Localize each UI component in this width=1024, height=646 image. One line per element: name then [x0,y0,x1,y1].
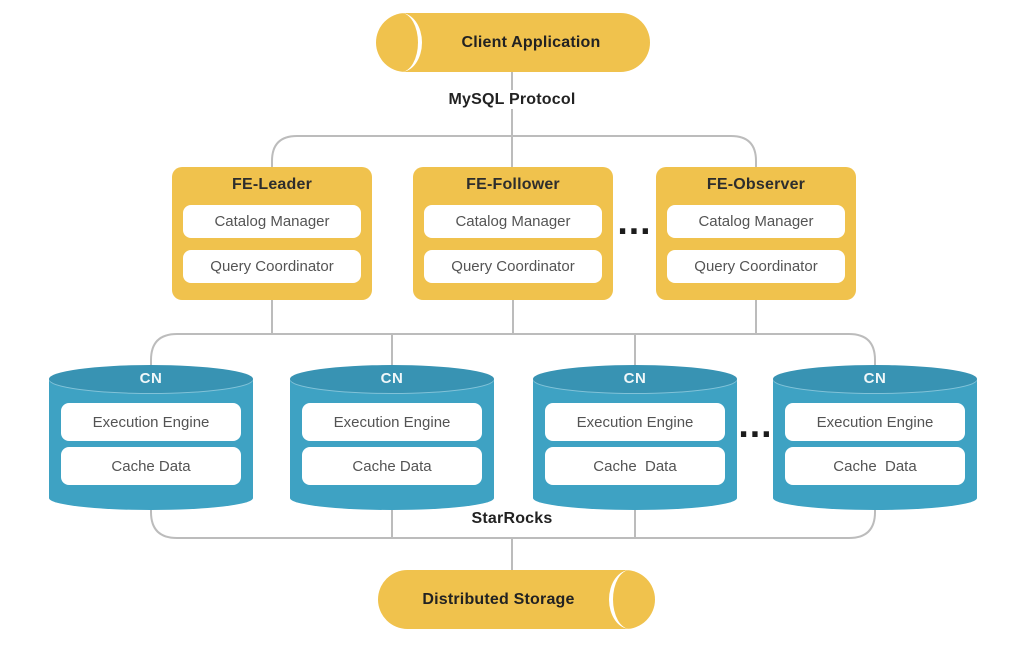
connector-fe-bus [271,135,757,167]
client-application-cylinder: Client Application [376,13,650,72]
starrocks-label: StarRocks [463,509,561,528]
cn-node-4: CN Execution Engine Cache Data [773,365,977,510]
fe-component-catalog-manager: Catalog Manager [183,205,361,238]
cn-node-title: CN [623,370,647,387]
cn-component-execution-engine: Execution Engine [545,403,725,441]
cylinder-body [773,379,977,510]
fe-component-query-coordinator: Query Coordinator [667,250,845,283]
fe-node-leader: FE-Leader Catalog Manager Query Coordina… [172,167,372,300]
mysql-protocol-label: MySQL Protocol [440,90,584,109]
cylinder-body [533,379,737,510]
fe-node-follower: FE-Follower Catalog Manager Query Coordi… [413,167,613,300]
cn-component-cache-data: Cache Data [545,447,725,485]
fe-component-catalog-manager: Catalog Manager [424,205,602,238]
fe-node-title: FE-Leader [231,176,313,193]
cn-node-2: CN Execution Engine Cache Data [290,365,494,510]
cn-component-cache-data: Cache Data [302,447,482,485]
fe-component-query-coordinator: Query Coordinator [183,250,361,283]
cylinder-body [49,379,253,510]
cylinder-top [533,365,737,393]
cylinder-body [290,379,494,510]
cn-component-execution-engine: Execution Engine [61,403,241,441]
cylinder-end-cap [609,570,651,629]
cn-node-title: CN [380,370,404,387]
cn-node-3: CN Execution Engine Cache Data [533,365,737,510]
client-application-label: Client Application [461,33,601,51]
cylinder-top [49,365,253,393]
fe-node-observer: FE-Observer Catalog Manager Query Coordi… [656,167,856,300]
cn-component-cache-data: Cache Data [61,447,241,485]
fe-node-title: FE-Observer [706,176,806,193]
cn-component-execution-engine: Execution Engine [302,403,482,441]
cn-component-execution-engine: Execution Engine [785,403,965,441]
cn-node-title: CN [863,370,887,387]
cylinder-top [290,365,494,393]
distributed-storage-cylinder: Distributed Storage [378,570,655,629]
cn-component-cache-data: Cache Data [785,447,965,485]
connector-cn-to-storage-bus [150,506,876,571]
cylinder-top [773,365,977,393]
fe-component-query-coordinator: Query Coordinator [424,250,602,283]
fe-component-catalog-manager: Catalog Manager [667,205,845,238]
fe-ellipsis: ... [616,207,652,242]
distributed-storage-label: Distributed Storage [422,590,575,608]
connector-fe-to-cn-bus [150,300,876,366]
cn-ellipsis: ... [737,410,773,445]
fe-node-title: FE-Follower [466,176,560,193]
cylinder-end-cap [380,13,422,72]
cn-node-title: CN [139,370,163,387]
cn-node-1: CN Execution Engine Cache Data [49,365,253,510]
